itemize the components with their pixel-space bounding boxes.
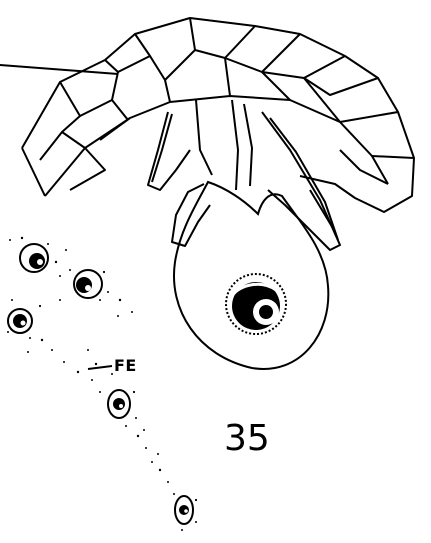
pointer-line-icon (0, 65, 118, 74)
fe-pointer (88, 366, 112, 369)
egg-cell (174, 182, 328, 369)
figure-number: 35 (224, 418, 270, 459)
small-nuclei (8, 244, 193, 524)
cell-layer (22, 18, 414, 212)
fe-label: FE (114, 356, 137, 375)
projections (148, 100, 340, 250)
nucleus (226, 274, 286, 334)
